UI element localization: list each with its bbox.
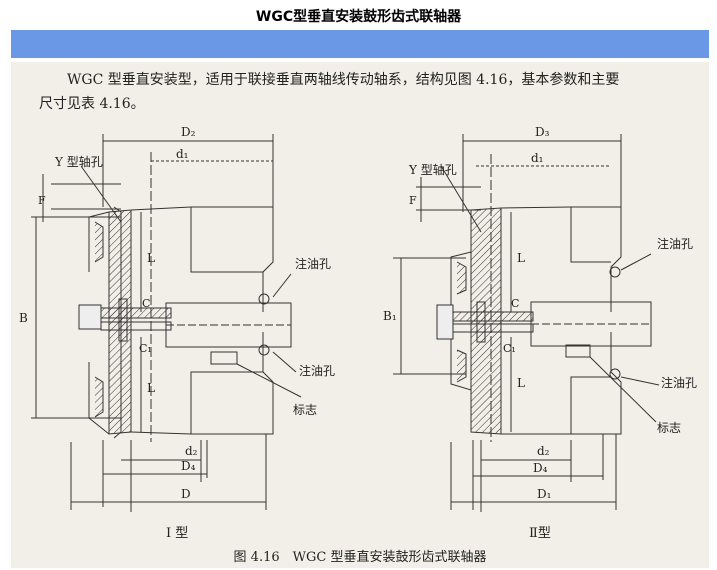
fig1-label-d2: d₂ — [185, 444, 198, 458]
fig1-label-L-lower: L — [147, 381, 155, 395]
fig2-label-C: C — [511, 297, 519, 310]
fig1-label-D: D — [181, 487, 191, 501]
fig2-label-B1: B₁ — [383, 309, 397, 323]
fig1-type-label: I 型 — [166, 526, 188, 541]
fig1-label-D2: D₂ — [181, 125, 196, 139]
fig2-label-oil-upper: 注油孔 — [657, 236, 693, 251]
scanned-figure: WGC 型垂直安装型，适用于联接垂直两轴线传动轴系，结构见图 4.16，基本参数… — [11, 62, 709, 568]
fig2-label-bore: Y 型轴孔 — [408, 162, 457, 177]
fig1-label-C1: C₁ — [139, 342, 152, 355]
intro-line-2: 尺寸见表 4.16。 — [39, 96, 145, 112]
fig1-label-D4: D₄ — [181, 459, 196, 473]
fig2-label-D1: D₁ — [537, 487, 551, 501]
fig2-type-label: Ⅱ型 — [529, 526, 551, 541]
figure-type-2-labels: D₃ d₁ Y 型轴孔 F L C C₁ L B₁ 注油孔 注油孔 标志 d₂ … — [383, 125, 697, 541]
fig1-label-B: B — [19, 311, 28, 325]
page-title: WGC型垂直安装鼓形齿式联轴器 — [255, 9, 462, 25]
fig2-label-L-lower: L — [517, 376, 525, 390]
intro-line-1: WGC 型垂直安装型，适用于联接垂直两轴线传动轴系，结构见图 4.16，基本参数… — [67, 72, 620, 88]
figure-type-2 — [393, 134, 660, 512]
fig1-label-oil-upper: 注油孔 — [295, 256, 331, 271]
header-bar — [11, 30, 709, 58]
fig1-label-mark: 标志 — [293, 403, 317, 417]
fig1-label-oil-lower: 注油孔 — [299, 363, 335, 378]
figure-caption: 图 4.16 WGC 型垂直安装鼓形齿式联轴器 — [233, 550, 487, 565]
fig2-label-F: F — [409, 194, 417, 207]
fig1-label-d1: d₁ — [176, 147, 189, 161]
fig2-label-oil-lower: 注油孔 — [661, 375, 697, 390]
intro-text: WGC 型垂直安装型，适用于联接垂直两轴线传动轴系，结构见图 4.16，基本参数… — [39, 68, 699, 116]
fig2-label-D3: D₃ — [535, 125, 550, 139]
fig2-label-d1: d₁ — [531, 151, 544, 165]
fig1-label-bore: Y 型轴孔 — [54, 154, 103, 169]
fig2-label-C1: C₁ — [503, 342, 516, 355]
figure-type-1 — [31, 134, 302, 512]
fig1-label-L-upper: L — [147, 251, 155, 265]
fig2-label-L-upper: L — [517, 251, 525, 265]
fig2-label-d2: d₂ — [537, 444, 550, 458]
drawing-canvas: D₂ d₁ Y 型轴孔 F L C C₁ L B 注油孔 注油孔 标志 d₂ D… — [19, 125, 697, 541]
fig1-label-F: F — [38, 194, 46, 207]
fig2-label-mark: 标志 — [657, 421, 681, 435]
figure-type-1-labels: D₂ d₁ Y 型轴孔 F L C C₁ L B 注油孔 注油孔 标志 d₂ D… — [19, 125, 335, 541]
fig1-label-C: C — [142, 297, 150, 310]
fig2-label-D4: D₄ — [533, 461, 548, 475]
